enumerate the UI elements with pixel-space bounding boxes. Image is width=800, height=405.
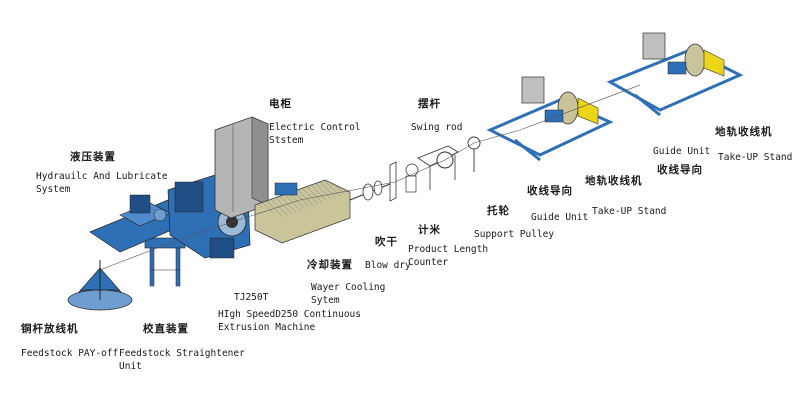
blowdry-label-cn: 吹干 bbox=[375, 236, 398, 248]
swing-rod-label-cn: 摆杆 bbox=[418, 98, 441, 110]
pulley-label-en: Support Pulley bbox=[474, 229, 555, 240]
payoff-label-en: Feedstock PAY-off bbox=[21, 348, 119, 359]
pulley-label-cn: 托轮 bbox=[487, 205, 510, 217]
takeup-stand-2 bbox=[606, 32, 744, 117]
takeup2-label-cn: 地轨收线机 bbox=[715, 126, 773, 138]
extrusion-label-en: HIgh SpeedD250 Continuous Extrusion Mach… bbox=[218, 309, 361, 333]
takeup1-label-en: Take-UP Stand bbox=[592, 206, 667, 217]
hydraulic-label-en: Hydrauilc And Lubricate System bbox=[36, 171, 168, 195]
takeup2-label-en: Take-UP Stand bbox=[718, 152, 793, 163]
counter-label-en: Product Length Counter bbox=[408, 244, 489, 268]
takeup-stand-1 bbox=[486, 76, 614, 162]
takeup1-label-cn: 地轨收线机 bbox=[585, 175, 643, 187]
cooling-label-en: Wayer Cooling Sytem bbox=[311, 282, 386, 306]
guide2-label-en: Guide Unit bbox=[653, 146, 711, 157]
hydraulic-label-cn: 液压装置 bbox=[70, 151, 116, 163]
counter-label-cn: 计米 bbox=[418, 224, 441, 236]
electric-label-cn: 电柜 bbox=[269, 98, 292, 110]
electric-label-en: Electric Control Ststem bbox=[269, 122, 361, 146]
blow-dry-unit bbox=[349, 161, 397, 202]
feedstock-straightener bbox=[144, 237, 186, 287]
blowdry-label-en: Blow dry bbox=[365, 260, 411, 271]
swing-rod-label-en: Swing rod bbox=[411, 122, 463, 133]
guide2-label-cn: 收线导向 bbox=[657, 164, 703, 176]
swing-rod bbox=[417, 145, 459, 190]
extrusion-model-label: TJ250T bbox=[234, 292, 269, 303]
cooling-label-cn: 冷却装置 bbox=[307, 259, 353, 271]
guide1-label-en: Guide Unit bbox=[531, 212, 589, 223]
wire-path bbox=[99, 84, 641, 271]
payoff-label-cn: 铜杆放线机 bbox=[21, 323, 79, 335]
guide1-label-cn: 收线导向 bbox=[527, 185, 573, 197]
feedstock-payoff-machine bbox=[67, 260, 133, 311]
electric-control-cabinet bbox=[214, 116, 269, 219]
product-length-counter bbox=[405, 163, 419, 193]
water-cooling-tank bbox=[254, 179, 351, 244]
straightener-label-cn: 校直装置 bbox=[143, 323, 189, 335]
straightener-label-en: Feedstock Straightener Unit bbox=[119, 348, 245, 372]
support-pulley bbox=[467, 136, 481, 172]
